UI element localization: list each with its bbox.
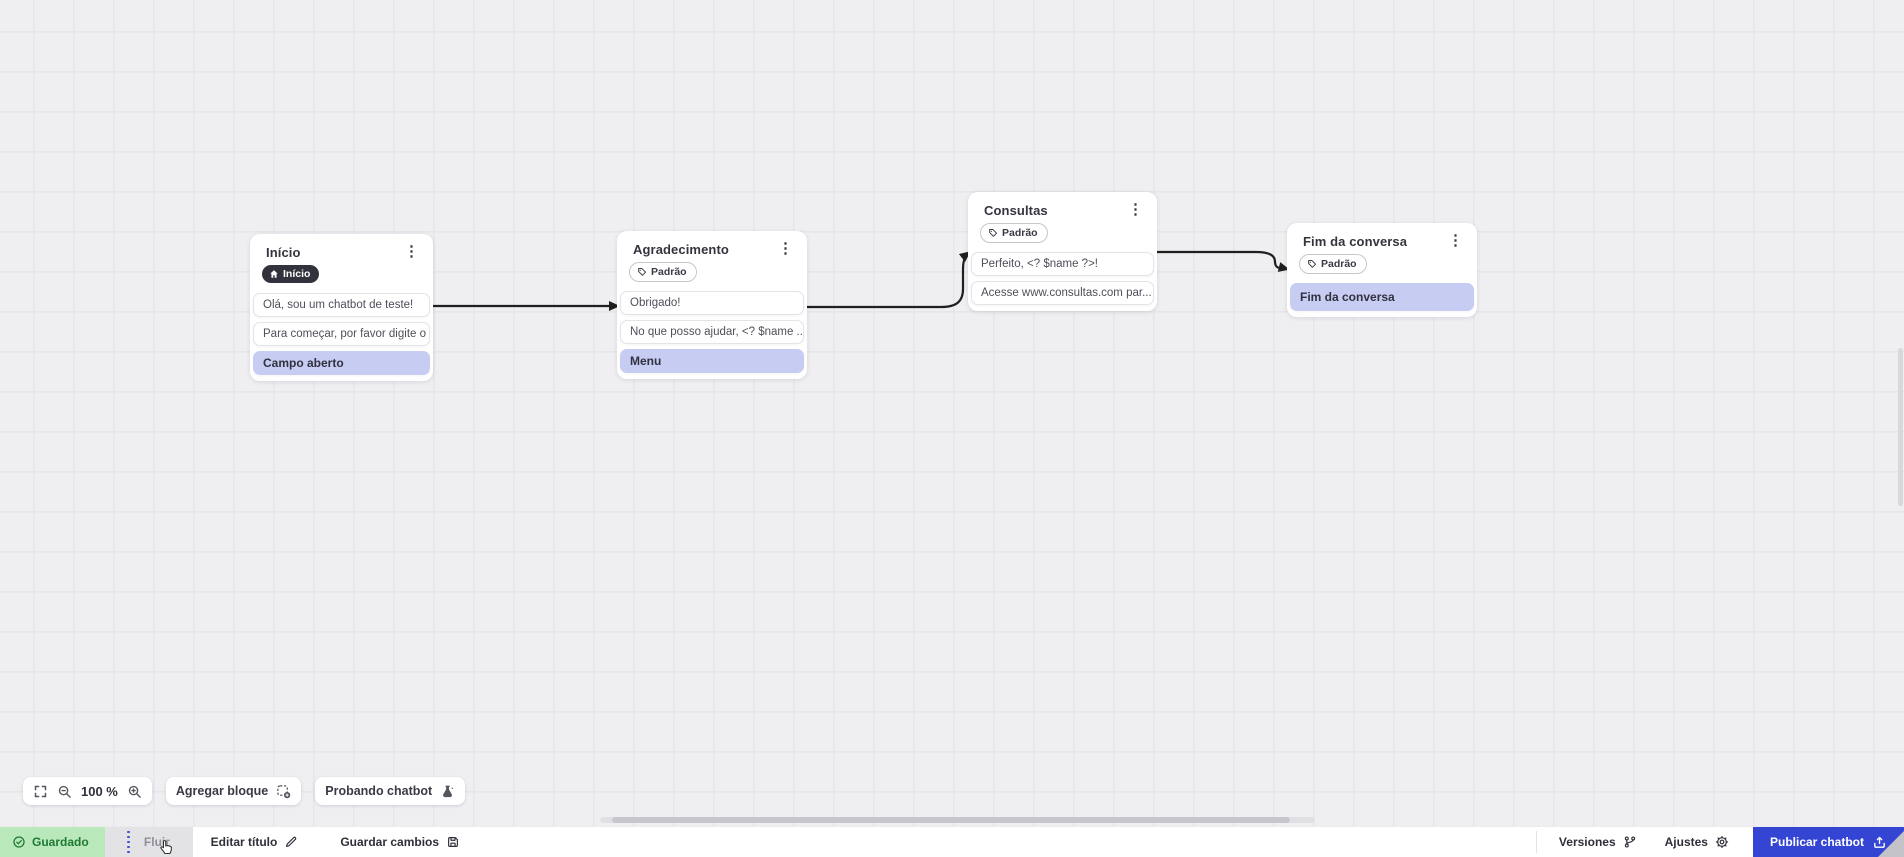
message-bubble[interactable]: Acesse www.consultas.com par... — [971, 281, 1154, 305]
flow-node-inicio[interactable]: Início ⋮ Início Olá, sou um chatbot de t… — [250, 234, 433, 381]
zoom-out-icon[interactable] — [57, 784, 72, 799]
node-type-badge: Padrão — [980, 223, 1048, 243]
settings-button[interactable]: Ajustes — [1661, 827, 1753, 857]
fullscreen-icon[interactable] — [33, 784, 48, 799]
home-icon — [270, 270, 278, 278]
message-bubble[interactable]: Obrigado! — [620, 291, 804, 315]
flask-icon — [443, 785, 454, 797]
saved-status-badge: Guardado — [0, 827, 105, 857]
flow-canvas[interactable]: Início ⋮ Início Olá, sou um chatbot de t… — [0, 0, 1904, 826]
test-chatbot-button[interactable]: Probando chatbot — [315, 777, 466, 805]
edge-agradecimento-consultas — [805, 254, 969, 309]
save-changes-button[interactable]: Guardar cambios — [340, 827, 460, 857]
save-changes-label: Guardar cambios — [340, 835, 440, 849]
node-header: Fim da conversa ⋮ — [1287, 232, 1477, 249]
zoom-in-icon[interactable] — [127, 784, 142, 799]
node-type-badge: Início — [262, 265, 320, 283]
node-menu-button[interactable]: ⋮ — [1128, 201, 1143, 218]
add-block-icon — [277, 784, 291, 798]
divider — [1535, 831, 1537, 853]
branch-icon — [1624, 836, 1635, 848]
badge-row: Padrão — [1287, 249, 1477, 274]
flow-node-agradecimento[interactable]: Agradecimento ⋮ Padrão Obrigado! No que … — [617, 231, 807, 379]
badge-row: Início — [250, 260, 433, 284]
vertical-scrollbar-thumb[interactable] — [1898, 348, 1903, 506]
versions-button[interactable]: Versiones — [1537, 827, 1661, 857]
flow-tab-label: Fluir — [143, 835, 170, 849]
badge-label: Padrão — [651, 266, 687, 278]
save-icon — [448, 837, 459, 847]
badge-label: Padrão — [1002, 227, 1038, 239]
publish-label: Publicar chatbot — [1769, 835, 1864, 849]
node-items: Olá, sou um chatbot de teste! Para começ… — [250, 284, 433, 375]
node-items: Perfeito, <? $name ?>! Acesse www.consul… — [968, 243, 1157, 305]
node-title: Agradecimento — [633, 242, 729, 257]
node-menu-button[interactable]: ⋮ — [778, 240, 793, 257]
horizontal-scrollbar[interactable] — [600, 817, 1315, 823]
zoom-level: 100 % — [81, 783, 118, 799]
node-type-badge: Padrão — [1299, 254, 1367, 274]
settings-label: Ajustes — [1664, 835, 1708, 849]
message-bubble[interactable]: No que posso ajudar, <? $name ... — [620, 320, 804, 344]
edge-consultas-fim — [1155, 250, 1282, 270]
edit-title-label: Editar título — [210, 835, 278, 849]
node-header: Início ⋮ — [250, 243, 433, 260]
message-bubble[interactable]: Olá, sou um chatbot de teste! — [253, 293, 430, 317]
badge-row: Padrão — [617, 257, 807, 282]
tag-icon — [638, 267, 647, 276]
zoom-toolbar: 100 % Agregar bloque Probando chatbot — [23, 777, 466, 805]
node-menu-button[interactable]: ⋮ — [1448, 232, 1463, 249]
gear-icon — [1715, 835, 1729, 849]
zoom-controls: 100 % — [23, 777, 152, 805]
horizontal-scrollbar-thumb[interactable] — [612, 817, 1290, 823]
node-header: Consultas ⋮ — [968, 201, 1157, 218]
tag-icon — [989, 228, 998, 237]
message-bubble[interactable]: Para começar, por favor digite o ... — [253, 322, 430, 346]
saved-status-label: Guardado — [32, 835, 89, 849]
window-resize-grip[interactable] — [1878, 831, 1904, 857]
badge-row: Padrão — [968, 218, 1157, 243]
node-title: Fim da conversa — [1303, 234, 1408, 249]
flow-edges — [431, 250, 1290, 311]
node-header: Agradecimento ⋮ — [617, 240, 807, 257]
message-bubble[interactable]: Perfeito, <? $name ?>! — [971, 252, 1154, 276]
add-block-button[interactable]: Agregar bloque — [165, 777, 302, 805]
check-circle-icon — [13, 836, 25, 848]
badge-label: Padrão — [1321, 258, 1357, 270]
node-title: Consultas — [984, 203, 1048, 218]
tab-fluir[interactable]: Fluir — [104, 827, 193, 857]
flow-node-fim-da-conversa[interactable]: Fim da conversa ⋮ Padrão Fim da conversa — [1287, 223, 1477, 317]
versions-label: Versiones — [1558, 835, 1616, 849]
node-type-badge: Padrão — [629, 262, 697, 282]
tag-icon — [1308, 259, 1317, 268]
pencil-icon — [286, 836, 297, 847]
open-field-block[interactable]: Campo aberto — [253, 351, 430, 375]
node-title: Início — [266, 245, 301, 260]
flow-node-consultas[interactable]: Consultas ⋮ Padrão Perfeito, <? $name ?>… — [968, 192, 1157, 311]
menu-block[interactable]: Menu — [620, 349, 804, 373]
node-menu-button[interactable]: ⋮ — [404, 243, 419, 260]
test-chatbot-label: Probando chatbot — [325, 784, 433, 798]
edit-title-button[interactable]: Editar título — [211, 827, 299, 857]
end-conversation-block[interactable]: Fim da conversa — [1290, 283, 1474, 311]
bottom-bar-right: Versiones Ajustes Publicar chatbot — [1535, 827, 1904, 857]
badge-label: Início — [283, 268, 311, 280]
node-items: Fim da conversa — [1287, 274, 1477, 311]
add-block-label: Agregar bloque — [175, 784, 269, 798]
bottom-bar: Guardado Fluir Editar título Guardar cam… — [0, 826, 1904, 857]
node-items: Obrigado! No que posso ajudar, <? $name … — [617, 282, 807, 373]
drag-handle-icon[interactable] — [127, 830, 130, 854]
